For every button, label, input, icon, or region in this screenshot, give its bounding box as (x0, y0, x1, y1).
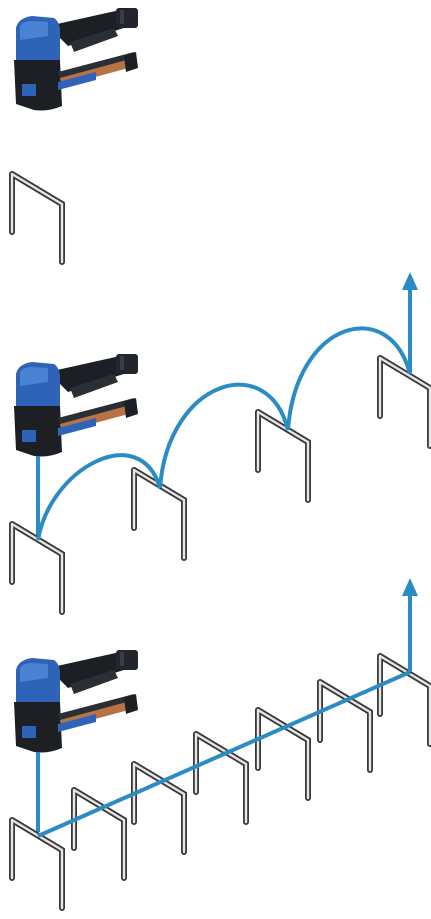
staple-icon (258, 710, 308, 798)
panel-single-staple (12, 8, 138, 262)
straight-path-icon (38, 672, 410, 836)
arrow-up-icon (402, 272, 418, 290)
arc-path-icon (160, 385, 288, 488)
staple-icon (380, 358, 430, 446)
staple-icon (134, 764, 184, 852)
panel-arched-sequence (12, 272, 430, 612)
stapler-tool-icon (14, 650, 138, 753)
staple-icon (12, 820, 62, 908)
arrow-up-icon (402, 578, 418, 596)
arc-path-icon (38, 455, 160, 540)
arc-path-icon (288, 328, 410, 430)
stapler-tool-icon (14, 8, 138, 111)
staple-icon (320, 682, 370, 770)
stapler-tool-icon (14, 354, 138, 457)
staple-icon (380, 656, 430, 744)
panel-straight-sequence (12, 578, 430, 908)
staple-icon (258, 412, 308, 500)
staple-icon (12, 174, 62, 262)
